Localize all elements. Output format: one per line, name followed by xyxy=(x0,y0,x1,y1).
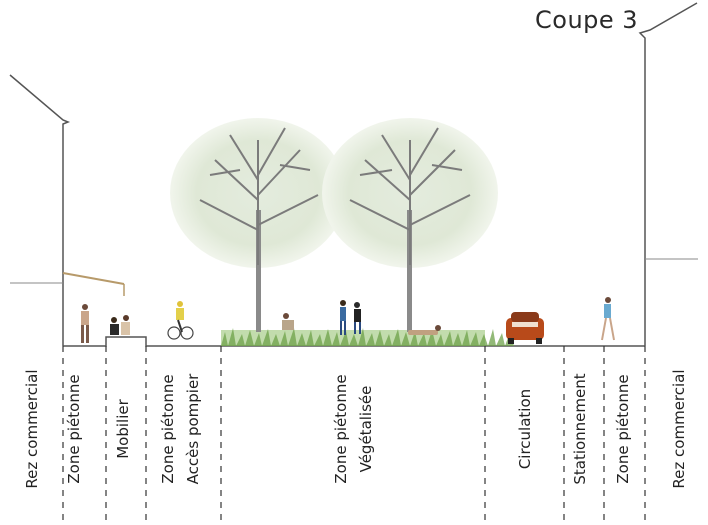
zone-label-acces-pompier: Accès pompier xyxy=(133,374,253,485)
tree-left xyxy=(170,118,346,332)
cyclist xyxy=(167,301,194,340)
zone-label-text: Rez commercial xyxy=(670,369,688,489)
tree-right xyxy=(322,118,498,332)
zone-label-text: Végétalisée xyxy=(357,385,375,473)
zone-label-rez-commercial-right: Rez commercial xyxy=(604,369,708,488)
seated-people xyxy=(110,315,130,335)
zone-label-text: Accès pompier xyxy=(184,373,202,485)
car xyxy=(506,312,544,344)
zone-label-vegetalisee: Végétalisée xyxy=(306,386,426,473)
section-title: Coupe 3 xyxy=(535,6,639,34)
left-building xyxy=(9,74,125,346)
pedestrian-left xyxy=(81,304,89,343)
pedestrian-right xyxy=(601,297,615,341)
vegetated-strip xyxy=(221,328,514,346)
zone-separators xyxy=(62,346,646,525)
people-on-lawn xyxy=(282,300,441,335)
right-building xyxy=(638,2,698,346)
